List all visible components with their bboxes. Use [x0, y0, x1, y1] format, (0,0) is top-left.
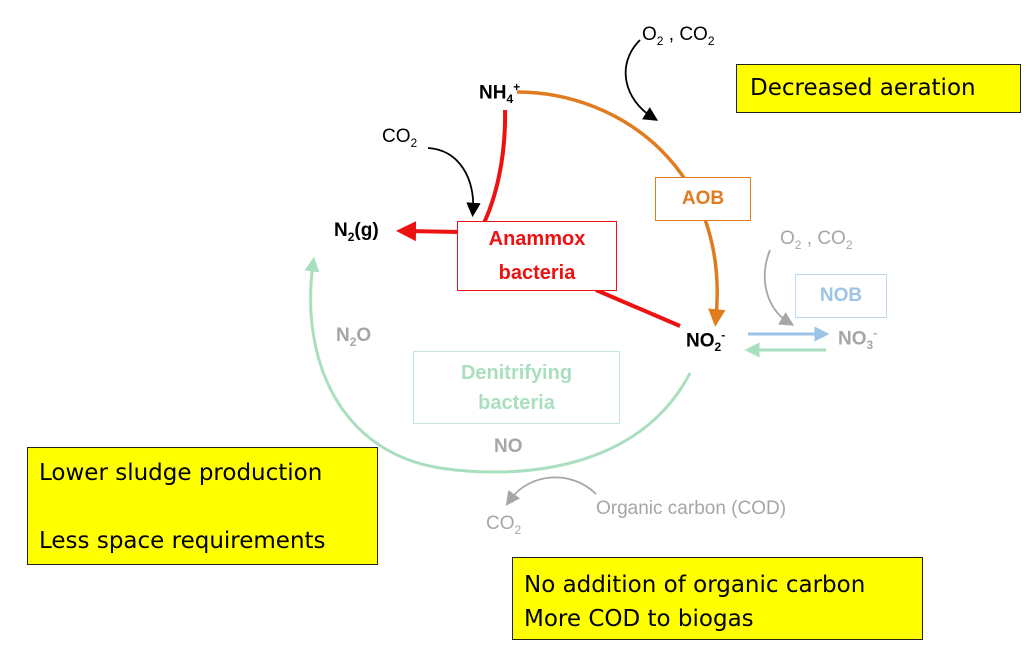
released-co2-label: CO2: [486, 513, 522, 537]
cod-oxidation-arrow: [505, 476, 597, 506]
co2-label: CO2: [382, 126, 418, 150]
sludge-callout: Lower sludge production Less space requi…: [27, 447, 378, 565]
carbon-callout: No addition of organic carbon More COD t…: [512, 557, 923, 640]
nob-o2-co2-label: O2 , CO2: [780, 228, 853, 252]
o2-co2-label: O2 , CO2: [642, 24, 715, 48]
anammox-nitrite-line: [595, 288, 681, 328]
organic-carbon-label: Organic carbon (COD): [596, 498, 787, 519]
aob-nitritation-arrow: [516, 90, 726, 327]
denitrifying-bacteria-box: Denitrifying bacteria: [413, 351, 620, 424]
nitrite-label: NO2-: [686, 328, 726, 355]
nitric-oxide-label: NO: [494, 436, 523, 457]
co2-input-arrow: [427, 147, 481, 218]
nob-box: NOB: [795, 274, 887, 318]
anammox-bacteria-box: Anammox bacteria: [457, 221, 617, 291]
ammonium-label: NH4+: [479, 80, 521, 107]
denitrifying-line1: Denitrifying: [460, 361, 573, 384]
anammox-line2: bacteria: [498, 262, 576, 284]
denitrification-arrow: [304, 256, 692, 474]
carbon-line1: No addition of organic carbon: [524, 572, 866, 598]
nitrate-label: NO3-: [838, 326, 878, 353]
aeration-callout: Decreased aeration: [736, 64, 1021, 113]
nob-o2-co2-input-arrow: [763, 249, 795, 326]
sludge-line2: Less space requirements: [39, 528, 326, 554]
aob-box: AOB: [655, 177, 751, 221]
anammox-ammonium-line: [481, 109, 508, 226]
denitrifying-line2: bacteria: [478, 391, 555, 414]
anammox-line1: Anammox: [488, 228, 586, 250]
dinitrogen-label: N2(g): [334, 220, 379, 244]
carbon-line2: More COD to biogas: [524, 606, 754, 632]
nitrous-oxide-label: N2O: [336, 325, 372, 349]
o2-co2-input-arrow: [624, 39, 659, 121]
anammox-n2-arrow: [396, 221, 461, 242]
sludge-line1: Lower sludge production: [39, 460, 323, 486]
